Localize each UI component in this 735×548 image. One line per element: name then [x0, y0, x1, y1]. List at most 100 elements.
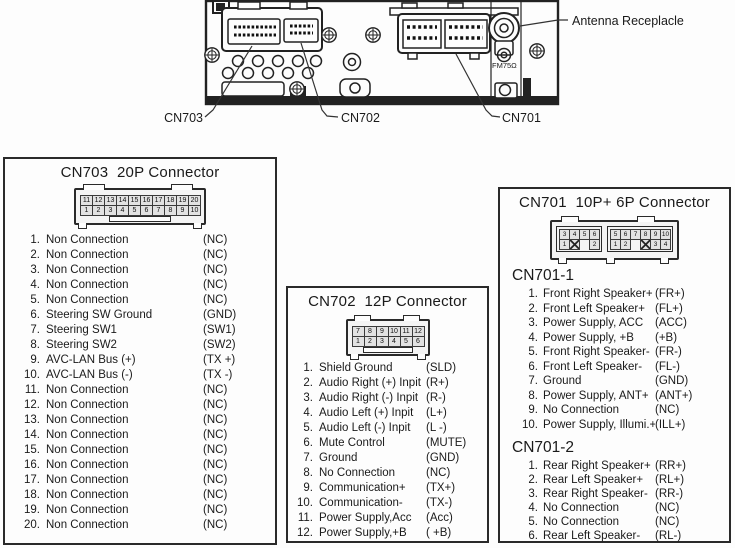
pin-number: 12.: [297, 527, 313, 539]
keyed-pin-cell: [569, 239, 580, 250]
pin-function: Non Connection: [46, 414, 129, 426]
cn703-callout-label: CN703: [164, 111, 203, 125]
pin-number: 4.: [30, 279, 40, 291]
pin-number: 2.: [528, 474, 538, 486]
pin-code: (TX -): [203, 369, 233, 381]
connector-foot: [606, 258, 615, 264]
pin-number: 11.: [24, 384, 40, 396]
pin-number: 3.: [30, 264, 40, 276]
pin-row: 2.Rear Left Speaker+(RL+): [512, 473, 725, 487]
cn701-2-section-label: CN701-2: [512, 439, 575, 456]
pin-row: 10.Power Supply, Illumi.+(ILL+): [512, 418, 725, 433]
cn701-callout-label: CN701: [502, 111, 541, 125]
pin-code: (L+): [426, 407, 447, 419]
screw-icon: [289, 81, 305, 97]
pin-number: 8.: [30, 339, 40, 351]
pin-number: 6.: [528, 360, 538, 373]
pin-row: 8.Power Supply, ANT+(ANT+): [512, 389, 725, 404]
pin-row: 13.Non Connection(NC): [7, 413, 271, 428]
connector-tab: [353, 315, 371, 321]
pin-number: 7.: [30, 324, 40, 336]
connector-foot: [193, 223, 202, 229]
pin-code: (NC): [203, 279, 228, 291]
connector-foot: [660, 258, 669, 264]
pin-number: 9.: [528, 404, 538, 416]
pin-row: 3.Non Connection(NC): [7, 263, 271, 278]
pin-number: 18.: [24, 489, 40, 501]
pin-row: 3.Rear Right Speaker-(RR-): [512, 487, 725, 501]
connector-notch: [109, 216, 171, 222]
pin-code: (RR+): [655, 460, 686, 472]
pin-function: Rear Right Speaker+: [543, 460, 651, 472]
pin-number: 5.: [30, 294, 40, 306]
screw-icon: [204, 47, 220, 63]
connector-foot: [78, 223, 87, 229]
pin-number: 5.: [528, 346, 538, 358]
pin-number: 19.: [24, 504, 40, 516]
pin-row: 20. Non Connection (NC): [7, 518, 271, 533]
pin-number: 10.: [24, 369, 40, 381]
pin-code: (NC): [203, 249, 228, 261]
fm-impedance-label: FM75Ω: [492, 61, 517, 70]
cn701-1-pin-list: 1.Front Right Speaker+(FR+)2.Front Left …: [500, 287, 729, 432]
pin-function: Communication+: [319, 482, 406, 494]
pin-number: 20.: [24, 519, 40, 531]
pin-number: 8.: [528, 389, 538, 402]
pin-number: 2.: [528, 302, 538, 315]
pin-row: 15.Non Connection(NC): [7, 443, 271, 458]
pin-function: Steering SW1: [46, 324, 117, 336]
pin-row: 18.Non Connection(NC): [7, 488, 271, 503]
pin-code: (NC): [203, 459, 228, 471]
pin-row: 1.Rear Right Speaker+(RR+): [512, 459, 725, 473]
pin-row: 10.Communication-(TX-): [292, 496, 483, 511]
pin-code: (FR-): [655, 346, 682, 358]
pin-code: (NC): [655, 502, 680, 514]
pin-function: Front Left Speaker+: [543, 302, 645, 315]
pin-number: 7.: [303, 452, 313, 464]
pin-function: No Connection: [543, 502, 620, 514]
pin-function: Rear Left Speaker-: [543, 530, 641, 542]
connector-tab: [83, 184, 105, 190]
pin-function: Non Connection: [46, 264, 129, 276]
pin-function: Steering SW Ground: [46, 309, 153, 321]
pin-number: 4.: [303, 407, 313, 419]
pin-number: 13.: [24, 414, 40, 426]
pin-number: 6.: [528, 530, 538, 542]
pin-number: 3.: [528, 317, 538, 329]
pin-code: (MUTE): [426, 437, 467, 449]
pin-function: Power Supply, ACC: [543, 317, 644, 329]
pin-function: Non Connection: [46, 519, 129, 531]
pin-number: 16.: [24, 459, 40, 471]
screw-icon: [321, 27, 337, 43]
pin-code: (NC): [203, 294, 228, 306]
connector-foot: [558, 258, 567, 264]
pin-number: 11.: [297, 512, 313, 524]
pin-row: 11.Non Connection(NC): [7, 383, 271, 398]
pin-code: (FL-): [655, 360, 680, 373]
pin-number: 3.: [528, 488, 538, 500]
connector-tab: [637, 216, 655, 222]
pin-function: Non Connection: [46, 399, 129, 411]
pin-row: 5.Audio Left (-) Inpit(L -): [292, 421, 483, 436]
pin-number: 1.: [303, 362, 313, 374]
pin-code: (NC): [203, 519, 228, 531]
pin-row: 5.Non Connection(NC): [7, 293, 271, 308]
pin-number: 17.: [24, 474, 40, 486]
pin-number: 2.: [303, 377, 313, 389]
pin-number: 4.: [528, 502, 538, 514]
pin-cell: 2: [589, 239, 600, 250]
cn701-socket: [397, 13, 491, 60]
pin-number: 6.: [30, 309, 40, 321]
pin-code: (SLD): [426, 362, 457, 374]
pin-function: Audio Left (-) Inpit: [319, 422, 411, 434]
pin-code: (+B): [655, 331, 678, 344]
pin-number: 10.: [297, 497, 313, 509]
pin-row: 7.Steering SW1(SW1): [7, 323, 271, 338]
connector-foot: [349, 354, 359, 360]
pin-code: (RR-): [655, 488, 684, 500]
pin-row: 2.Audio Right (+) Inpit(R+): [292, 376, 483, 391]
